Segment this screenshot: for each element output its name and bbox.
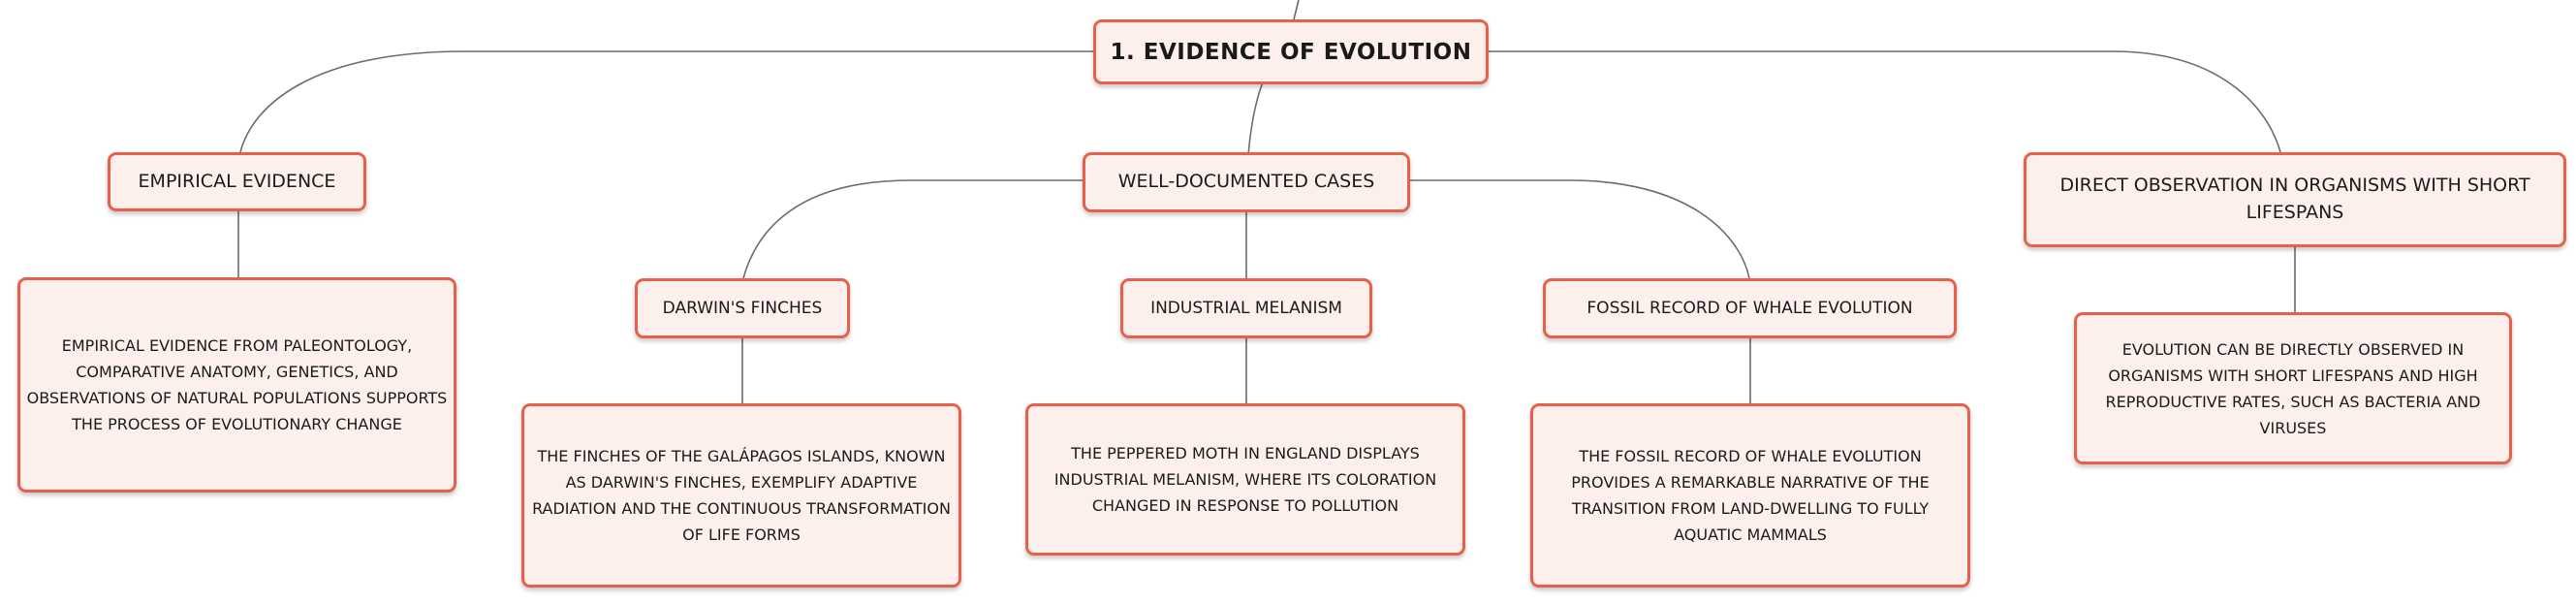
branch-node-empirical-evidence[interactable]: EMPIRICAL EVIDENCE [108, 152, 366, 211]
detail-text: EVOLUTION CAN BE DIRECTLY OBSERVED IN OR… [2105, 339, 2481, 437]
branch-node-label: EMPIRICAL EVIDENCE [138, 170, 336, 192]
root-node-label: 1. EVIDENCE OF EVOLUTION [1110, 39, 1472, 65]
subnode-label: DARWIN'S FINCHES [662, 299, 823, 318]
connector-cases-whale [1410, 179, 1750, 279]
root-node-evidence-of-evolution[interactable]: 1. EVIDENCE OF EVOLUTION [1093, 19, 1489, 84]
detail-empirical-evidence[interactable]: EMPIRICAL EVIDENCE FROM PALEONTOLOGY, CO… [17, 277, 456, 493]
subnode-industrial-melanism[interactable]: INDUSTRIAL MELANISM [1120, 278, 1372, 338]
detail-text: EMPIRICAL EVIDENCE FROM PALEONTOLOGY, CO… [26, 336, 448, 433]
detail-text: THE PEPPERED MOTH IN ENGLAND DISPLAYS IN… [1053, 444, 1437, 515]
subnode-label: FOSSIL RECORD OF WHALE EVOLUTION [1586, 299, 1913, 318]
connector-root-empirical [239, 50, 1093, 153]
connector-cases-finches [742, 179, 1083, 279]
subnode-label: INDUSTRIAL MELANISM [1150, 299, 1342, 318]
detail-direct-observation[interactable]: EVOLUTION CAN BE DIRECTLY OBSERVED IN OR… [2074, 312, 2512, 464]
subnode-darwins-finches[interactable]: DARWIN'S FINCHES [635, 278, 850, 338]
connector-root-observation [1489, 50, 2281, 153]
branch-node-label: DIRECT OBSERVATION IN ORGANISMS WITH SHO… [2059, 175, 2530, 223]
connector-root-cases [1247, 81, 1264, 156]
connector-root-parent [1293, 0, 1300, 20]
detail-industrial-melanism[interactable]: THE PEPPERED MOTH IN ENGLAND DISPLAYS IN… [1025, 403, 1465, 556]
branch-node-label: WELL-DOCUMENTED CASES [1117, 171, 1375, 193]
detail-darwins-finches[interactable]: THE FINCHES OF THE GALÁPAGOS ISLANDS, KN… [521, 403, 961, 588]
branch-node-direct-observation[interactable]: DIRECT OBSERVATION IN ORGANISMS WITH SHO… [2024, 152, 2566, 247]
subnode-whale-fossil-record[interactable]: FOSSIL RECORD OF WHALE EVOLUTION [1543, 278, 1957, 338]
branch-node-well-documented-cases[interactable]: WELL-DOCUMENTED CASES [1083, 152, 1410, 212]
detail-text: THE FOSSIL RECORD OF WHALE EVOLUTION PRO… [1571, 447, 1930, 544]
detail-whale-fossil-record[interactable]: THE FOSSIL RECORD OF WHALE EVOLUTION PRO… [1530, 403, 1970, 588]
detail-text: THE FINCHES OF THE GALÁPAGOS ISLANDS, KN… [532, 447, 951, 544]
